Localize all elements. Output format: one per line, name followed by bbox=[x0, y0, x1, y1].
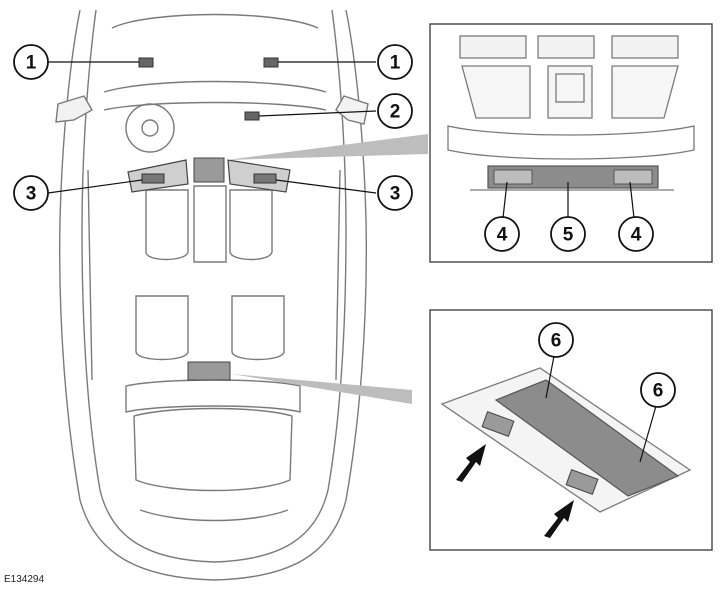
callout-4-left: 4 bbox=[484, 216, 520, 252]
rear-lamp-inset bbox=[429, 309, 713, 551]
rear-bench bbox=[125, 379, 301, 413]
callout-1-left: 1 bbox=[13, 44, 49, 80]
callout-6-left: 6 bbox=[538, 322, 574, 358]
console-housing bbox=[447, 125, 695, 160]
callout-label: 1 bbox=[26, 53, 37, 74]
rear-dome-lamp bbox=[187, 361, 231, 381]
boot-line bbox=[139, 509, 289, 522]
steering-wheel bbox=[125, 103, 175, 153]
center-switch bbox=[555, 73, 585, 103]
callouts: 1 1 2 3 3 4 5 4 bbox=[13, 44, 676, 408]
right-mirror bbox=[335, 95, 369, 125]
left-vent bbox=[459, 35, 527, 59]
front-left-map-lamp bbox=[138, 57, 154, 68]
arrow-icon bbox=[544, 500, 574, 538]
callout-label: 3 bbox=[26, 184, 37, 205]
right-door-line bbox=[335, 169, 341, 381]
figure-id: E134294 bbox=[4, 574, 45, 585]
callout-label: 1 bbox=[390, 53, 401, 74]
left-mirror bbox=[55, 95, 93, 123]
left-panel bbox=[461, 65, 531, 119]
center-console bbox=[193, 185, 227, 263]
callout-label: 2 bbox=[390, 102, 401, 123]
callout-label: 5 bbox=[563, 225, 574, 246]
car-body-inner-line bbox=[81, 9, 347, 563]
car-body-outline bbox=[59, 9, 367, 581]
rear-left-seat bbox=[135, 295, 189, 361]
callout-label: 6 bbox=[653, 381, 664, 402]
callout-label: 3 bbox=[390, 184, 401, 205]
right-panel bbox=[611, 65, 679, 119]
rear-window bbox=[133, 407, 293, 492]
callout-3-right: 3 bbox=[377, 175, 413, 211]
center-vent bbox=[537, 35, 595, 59]
callout-3-left: 3 bbox=[13, 175, 49, 211]
callout-label: 6 bbox=[551, 331, 562, 352]
rear-right-switch bbox=[565, 469, 599, 495]
left-door-line bbox=[87, 169, 93, 381]
callout-leaders bbox=[47, 61, 377, 194]
callout-6-right: 6 bbox=[640, 372, 676, 408]
windshield-line bbox=[111, 13, 319, 29]
front-left-seat bbox=[145, 189, 189, 261]
steering-hub bbox=[141, 119, 159, 137]
front-console-leader bbox=[226, 134, 428, 160]
center-switch-block bbox=[547, 65, 593, 119]
callout-2: 2 bbox=[377, 93, 413, 129]
callout-label: 4 bbox=[497, 225, 508, 246]
left-vanity-lamp bbox=[141, 173, 165, 184]
rear-right-seat bbox=[231, 295, 285, 361]
dashboard-lower bbox=[103, 101, 327, 111]
rear-lamp-lens bbox=[494, 379, 680, 497]
car-top-view bbox=[55, 9, 369, 581]
right-reading-lamp bbox=[613, 169, 653, 185]
rear-left-switch bbox=[481, 411, 515, 437]
callout-5: 5 bbox=[550, 216, 586, 252]
front-right-map-lamp bbox=[263, 57, 279, 68]
callout-1-right: 1 bbox=[377, 44, 413, 80]
front-console-lamp bbox=[193, 157, 225, 183]
dashboard-line bbox=[103, 80, 327, 93]
right-vanity-lamp bbox=[253, 173, 277, 184]
callout-4-right: 4 bbox=[618, 216, 654, 252]
front-right-seat bbox=[229, 189, 273, 261]
arrow-icon bbox=[456, 444, 486, 482]
glovebox-lamp bbox=[244, 111, 260, 121]
left-reading-lamp bbox=[493, 169, 533, 185]
rear-lamp-leader bbox=[232, 374, 412, 404]
right-vent bbox=[611, 35, 679, 59]
callout-label: 4 bbox=[631, 225, 642, 246]
